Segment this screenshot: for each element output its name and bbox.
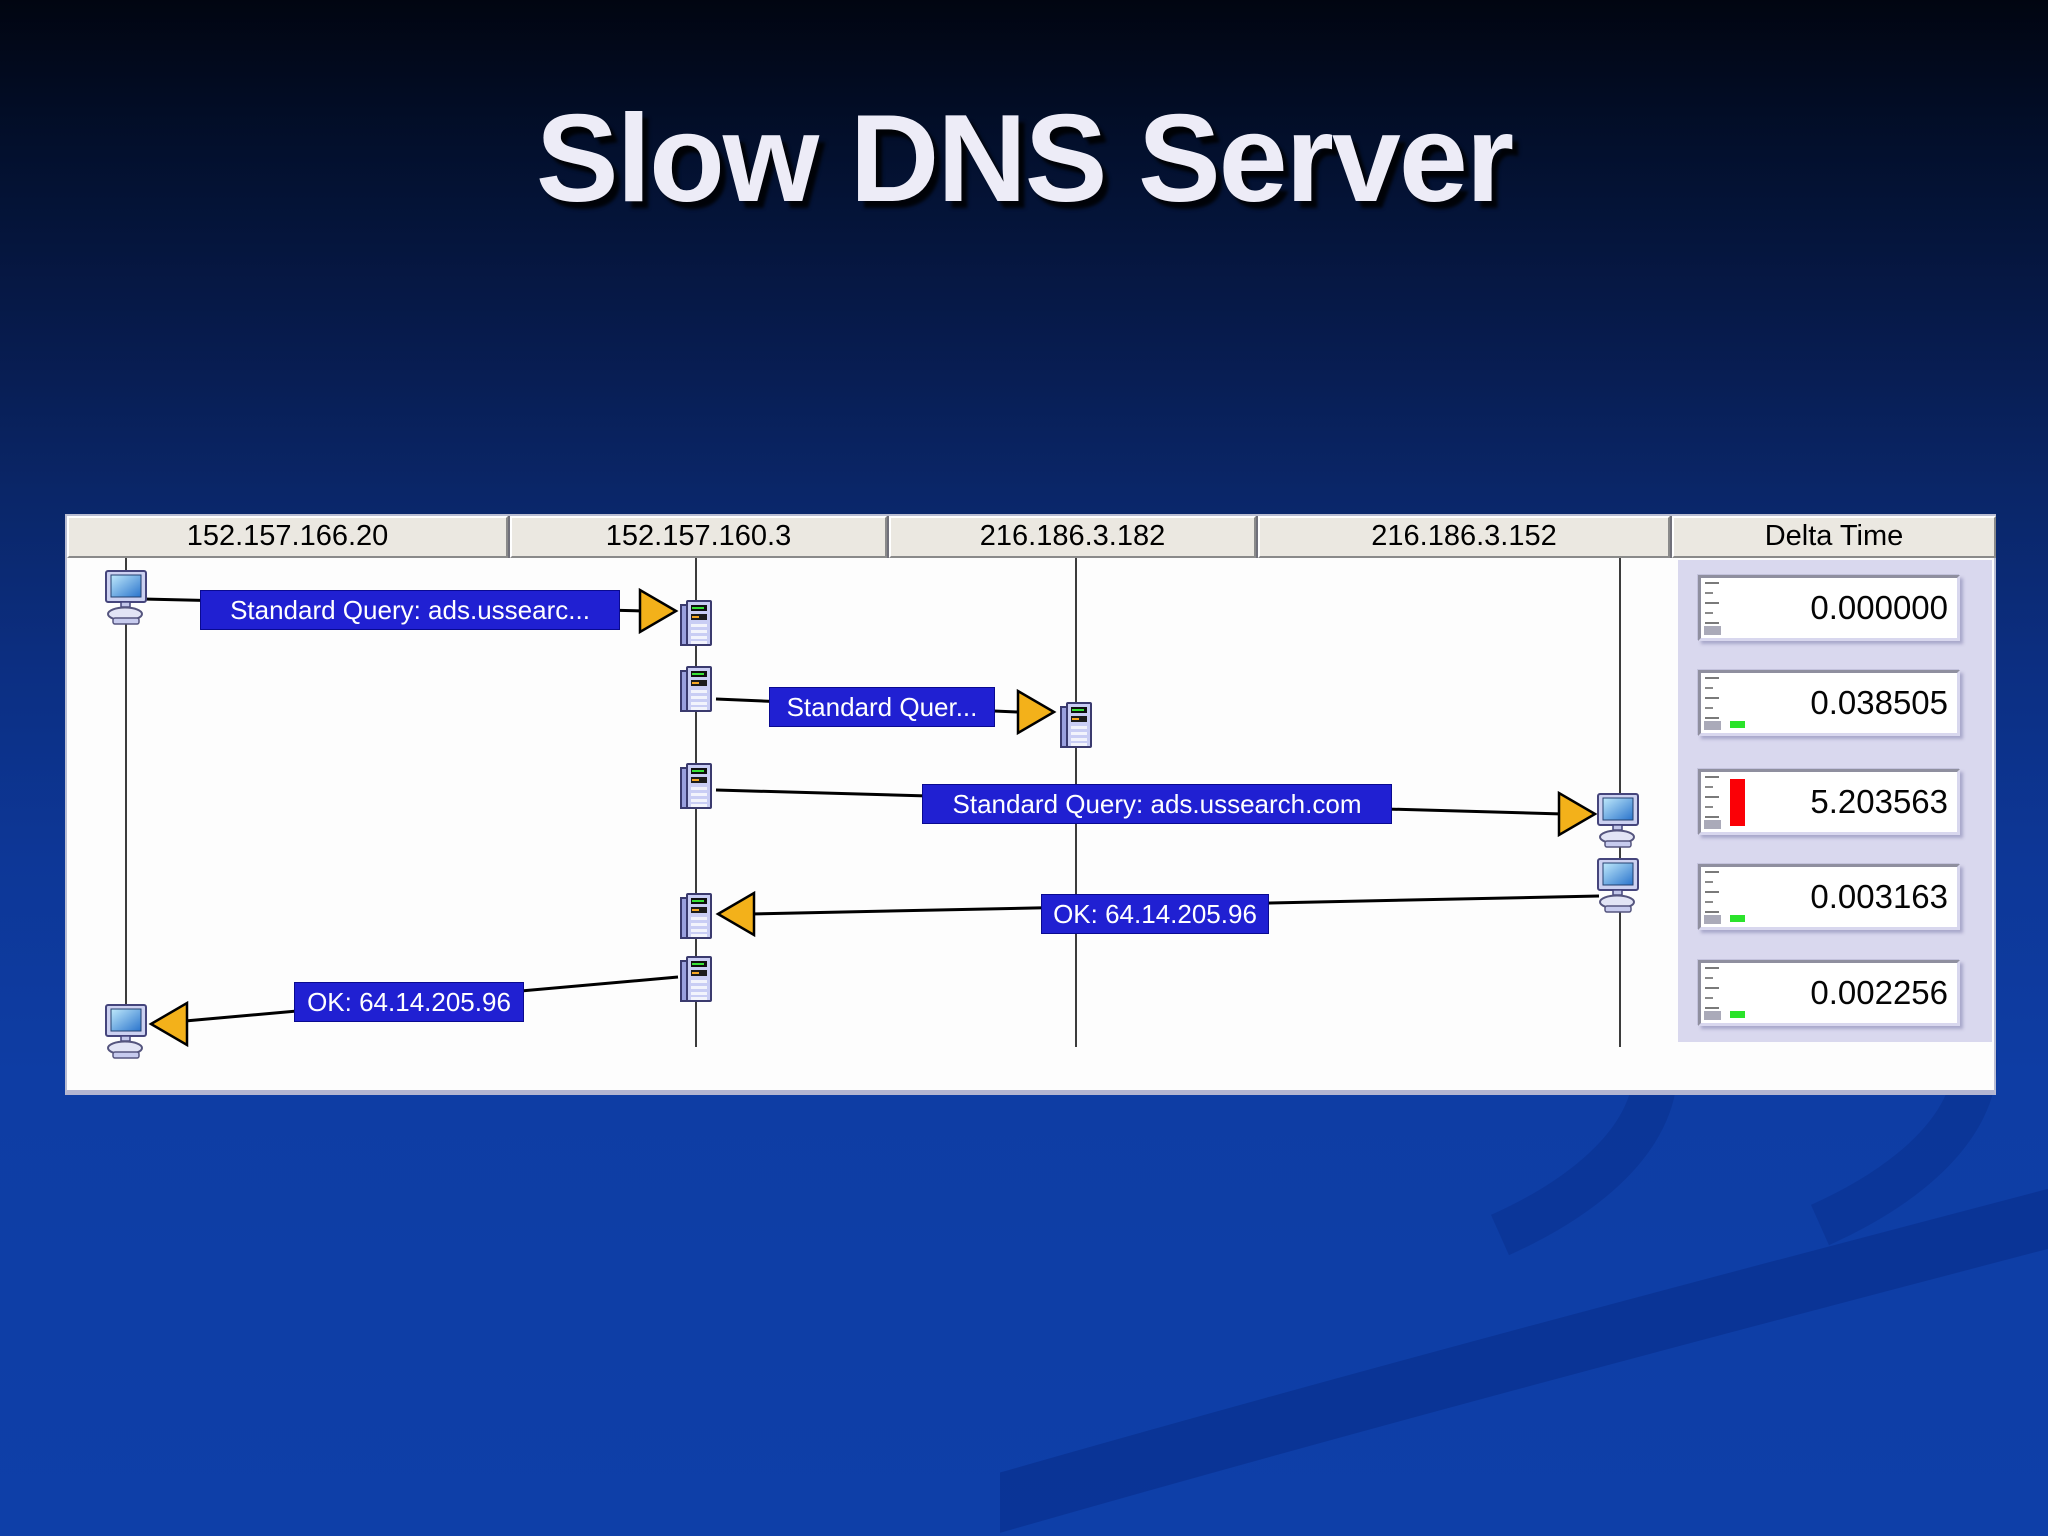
arrow-right-icon: [638, 587, 679, 635]
gauge-ruler-icon: [1705, 582, 1719, 634]
server-icon: [680, 763, 712, 809]
workstation-icon: [105, 570, 147, 625]
column-header-ip2[interactable]: 152.157.160.3: [510, 516, 887, 558]
gauge-ruler-foot: [1704, 721, 1721, 730]
column-header-ip4[interactable]: 216.186.3.152: [1258, 516, 1670, 558]
delta-time-panel: 0.000000 0.038505 5.203563 0.003163: [1678, 560, 1992, 1042]
delta-bar: [1730, 779, 1745, 826]
server-icon: [1060, 702, 1092, 748]
delta-gauge: 0.038505: [1698, 670, 1960, 736]
gauge-ruler-icon: [1705, 677, 1719, 729]
gauge-ruler-foot: [1704, 915, 1721, 924]
gauge-ruler-foot: [1704, 820, 1721, 829]
delta-bar: [1730, 915, 1745, 922]
gauge-ruler-foot: [1704, 626, 1721, 635]
delta-value: 0.038505: [1810, 684, 1948, 721]
delta-gauge: 0.000000: [1698, 575, 1960, 641]
workstation-icon: [1597, 858, 1639, 913]
gauge-ruler-icon: [1705, 871, 1719, 923]
delta-value: 0.003163: [1810, 878, 1948, 915]
page-title: Slow DNS Server: [535, 90, 1514, 228]
delta-value: 0.000000: [1810, 589, 1948, 626]
workstation-icon: [1597, 793, 1639, 848]
message-label: OK: 64.14.205.96: [1041, 894, 1269, 934]
delta-value: 0.002256: [1810, 974, 1948, 1011]
workstation-icon: [105, 1004, 147, 1059]
server-icon: [680, 600, 712, 646]
gauge-ruler-icon: [1705, 776, 1719, 828]
delta-value: 5.203563: [1810, 783, 1948, 820]
delta-gauge: 0.002256: [1698, 960, 1960, 1026]
delta-gauge: 0.003163: [1698, 864, 1960, 930]
column-header-row: 152.157.166.20 152.157.160.3 216.186.3.1…: [67, 516, 1996, 558]
swoosh-art: [1000, 1050, 2048, 1533]
arrow-left-icon: [715, 890, 756, 938]
message-label: Standard Quer...: [769, 687, 995, 727]
server-icon: [680, 893, 712, 939]
arrow-right-icon: [1557, 790, 1598, 838]
message-label: Standard Query: ads.ussearch.com: [922, 784, 1392, 824]
column-header-ip1[interactable]: 152.157.166.20: [67, 516, 508, 558]
flow-canvas: Standard Query: ads.ussearc... Standard …: [67, 558, 1994, 1091]
arrow-right-icon: [1016, 688, 1057, 736]
gauge-ruler-icon: [1705, 967, 1719, 1019]
delta-bar: [1730, 1011, 1745, 1018]
column-header-delta-time[interactable]: Delta Time: [1672, 516, 1996, 558]
server-icon: [680, 666, 712, 712]
arrow-left-icon: [148, 1000, 189, 1048]
message-label: OK: 64.14.205.96: [294, 982, 524, 1022]
column-header-ip3[interactable]: 216.186.3.182: [889, 516, 1256, 558]
packet-flow-panel: 152.157.166.20 152.157.160.3 216.186.3.1…: [65, 514, 1996, 1095]
server-icon: [680, 956, 712, 1002]
message-label: Standard Query: ads.ussearc...: [200, 590, 620, 630]
delta-bar: [1730, 721, 1745, 728]
delta-gauge: 5.203563: [1698, 769, 1960, 835]
gauge-ruler-foot: [1704, 1011, 1721, 1020]
